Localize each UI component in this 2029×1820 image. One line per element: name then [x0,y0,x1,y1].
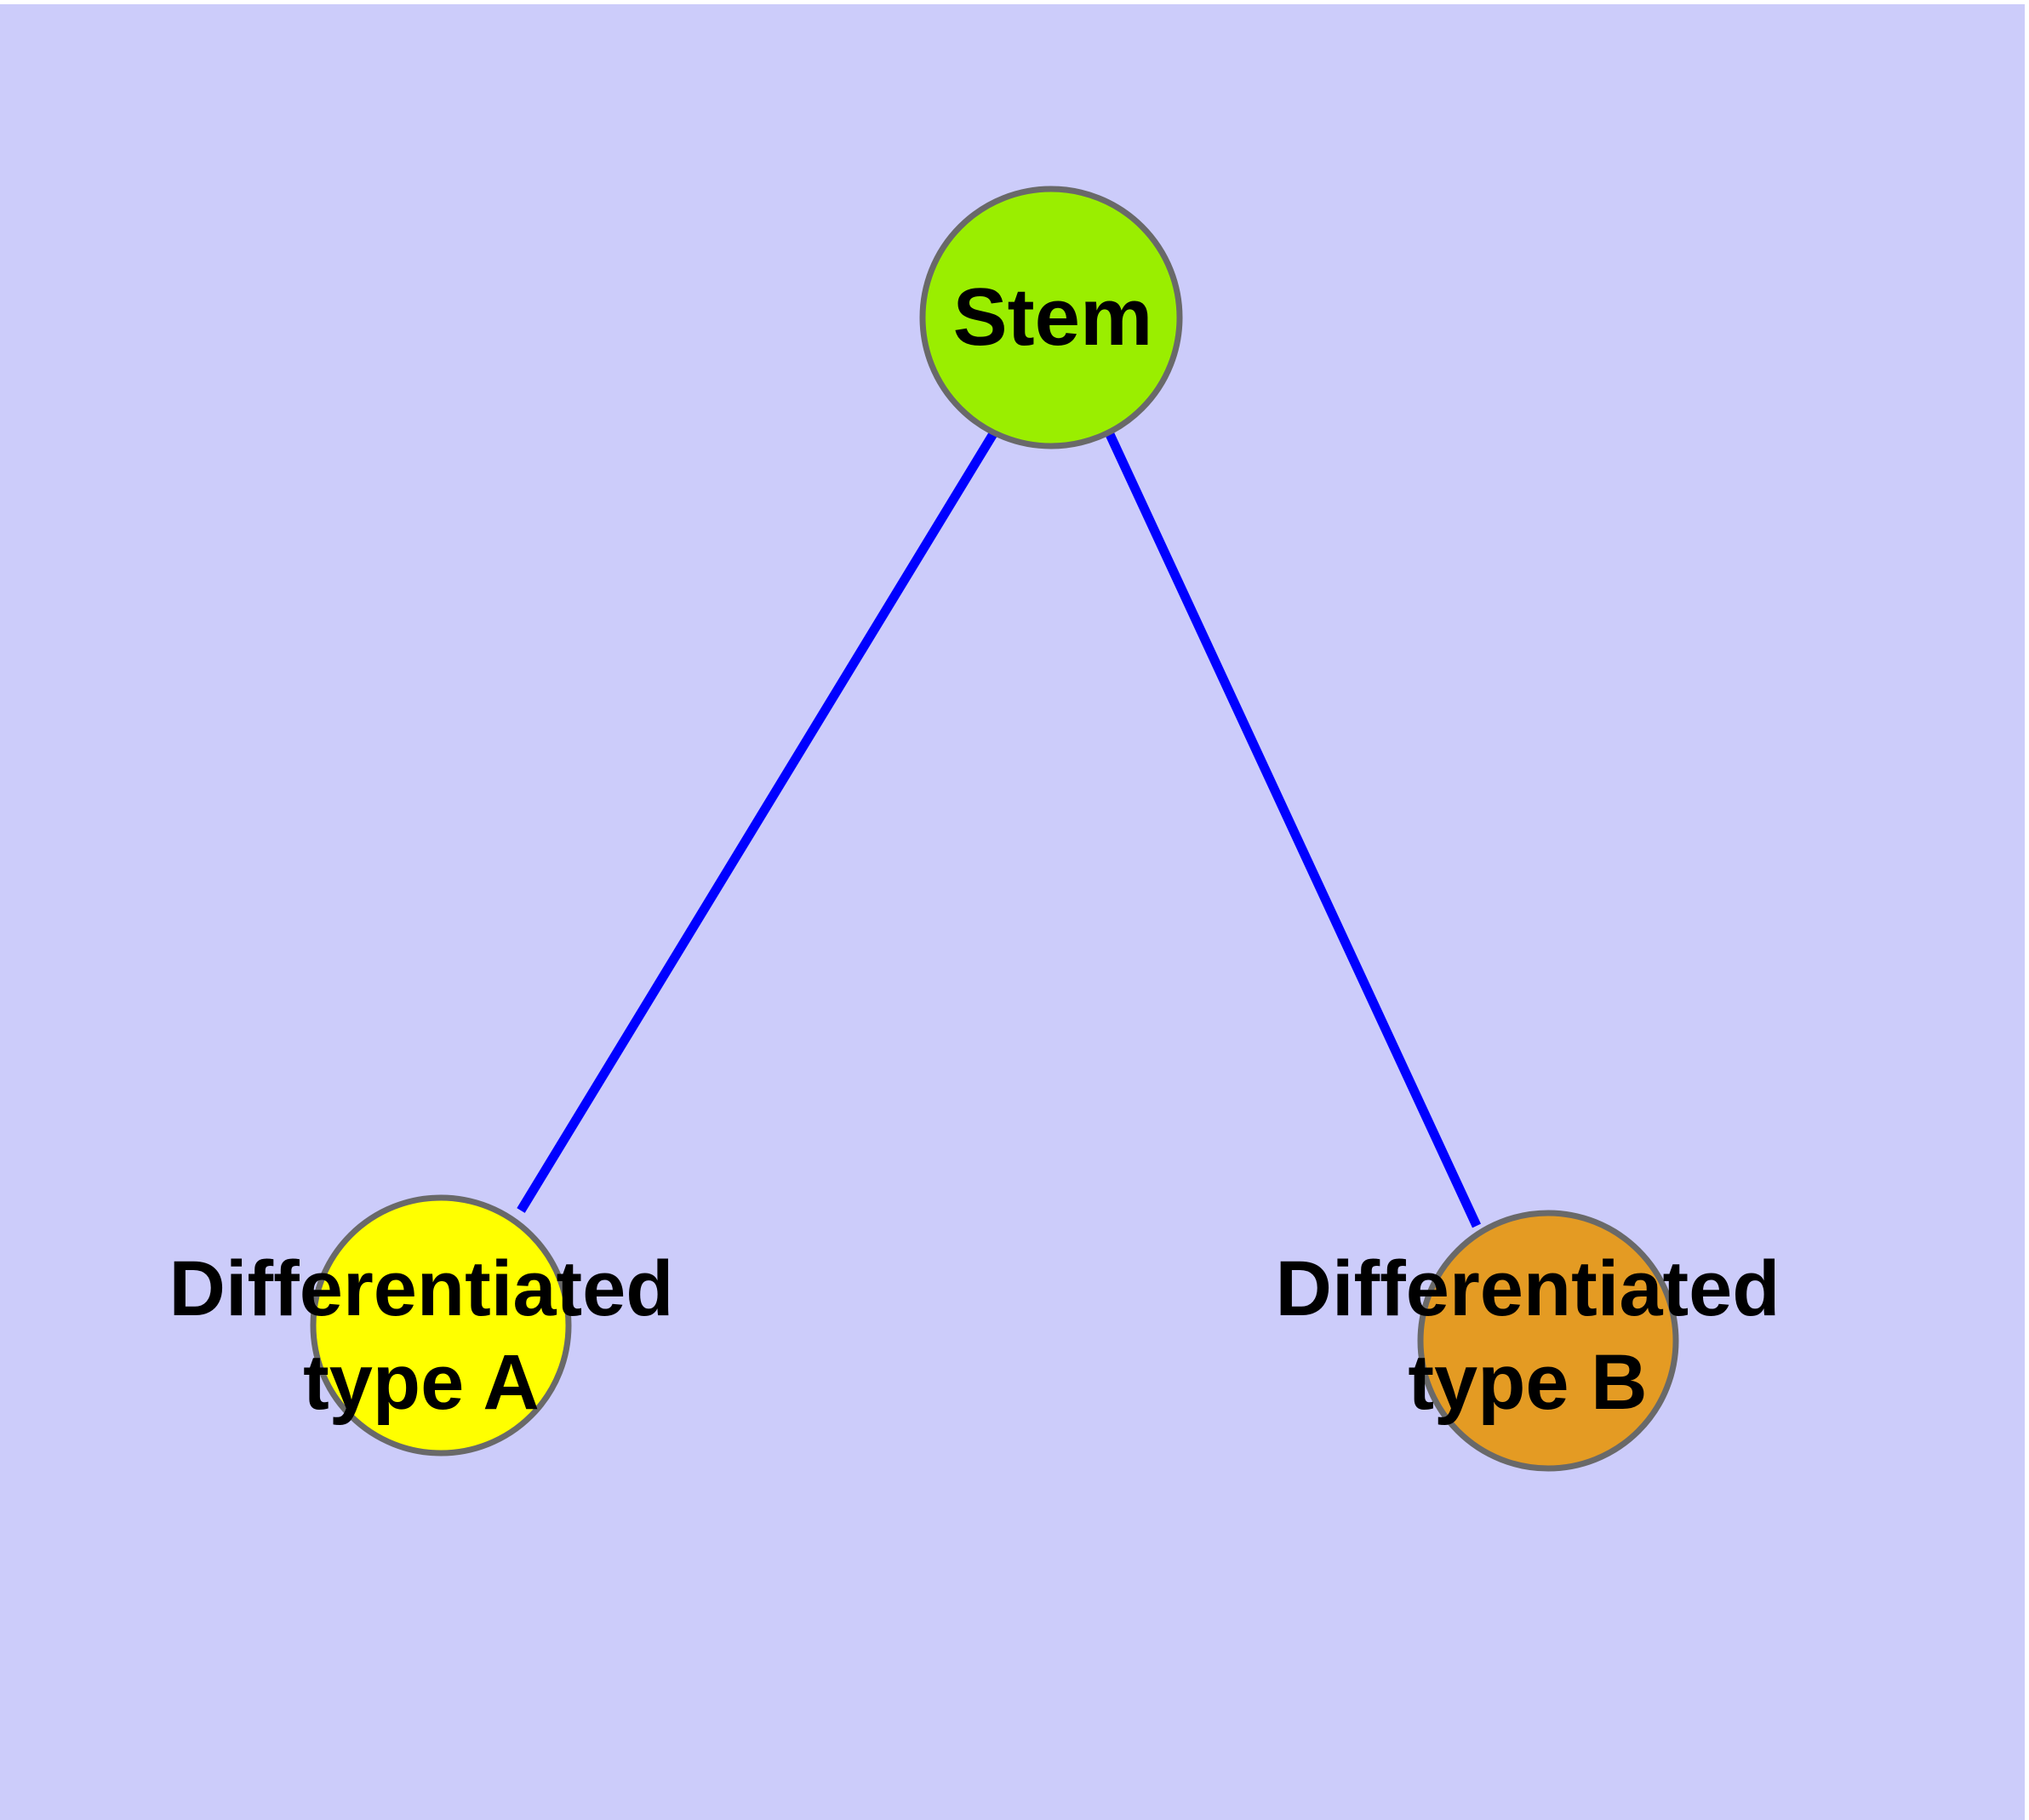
node-label-stem: Stem [953,272,1153,363]
node-circle-differentiated-type-a[interactable] [310,1194,572,1457]
node-label-differentiated-type-a-line2: type A [303,1339,540,1426]
node-label-differentiated-type-b-line2: type B [1408,1339,1647,1426]
edge-stem-to-diff-b[interactable] [1105,430,1481,1228]
edge-stem-to-diff-a[interactable] [517,430,998,1213]
nodes-group [310,186,1679,1472]
node-label-differentiated-type-b-line1: Differentiated [1276,1245,1780,1332]
node-label-differentiated-type-a-line1: Differentiated [169,1245,674,1332]
node-circle-differentiated-type-b[interactable] [1417,1210,1679,1472]
labels-group: Stem Differentiated type A Differentiate… [169,272,1780,1426]
edges-group [517,430,1481,1228]
node-circle-stem[interactable] [919,186,1183,449]
